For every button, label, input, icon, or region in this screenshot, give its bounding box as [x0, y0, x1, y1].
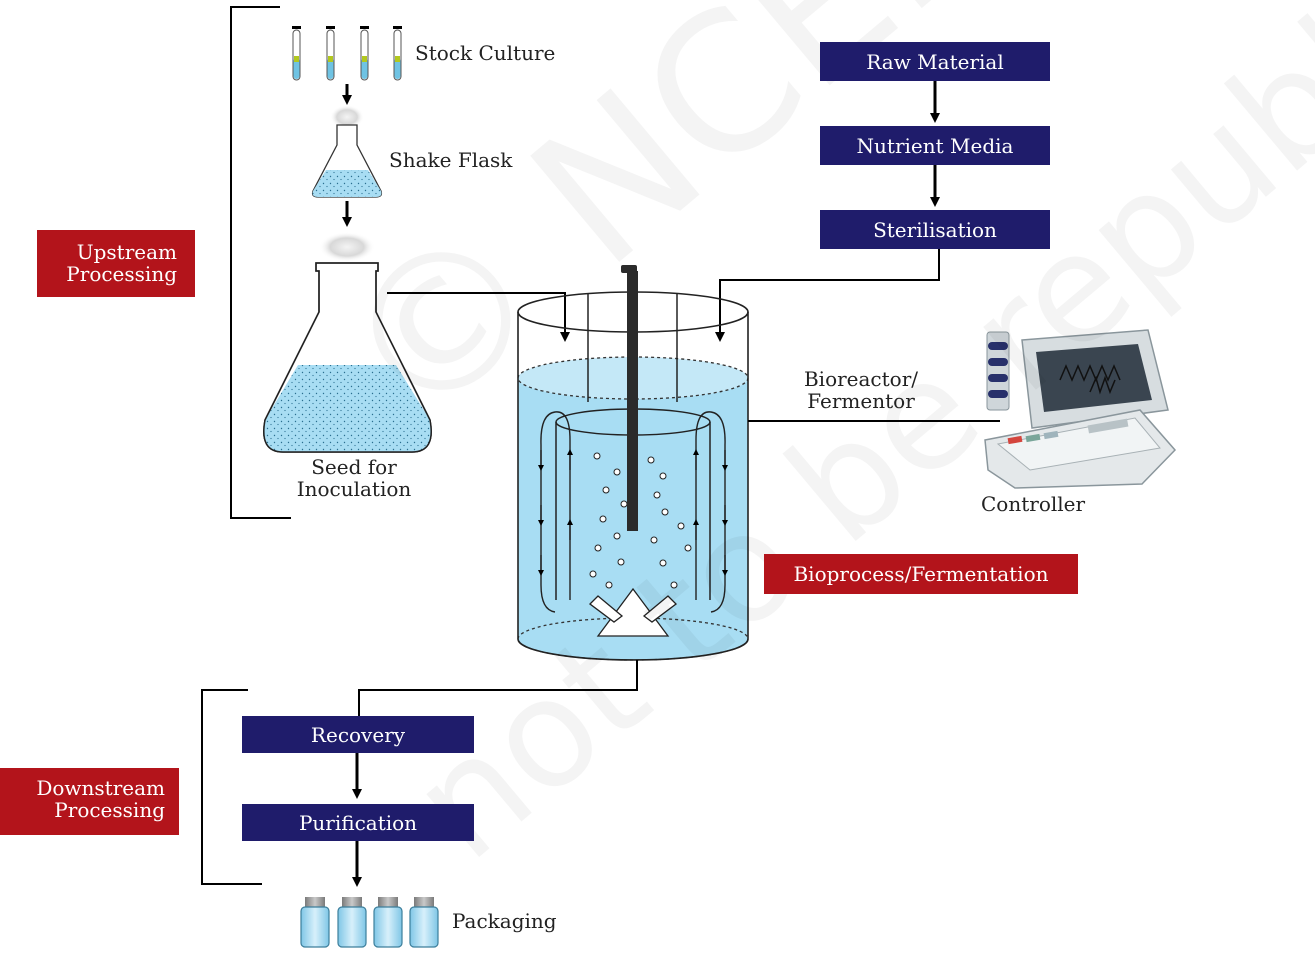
downstream-bracket [201, 689, 262, 885]
recovery-box: Recovery [242, 716, 474, 753]
seed-label-line1: Seed for [311, 455, 397, 479]
bioprocess-badge: Bioprocess/Fermentation [764, 554, 1078, 594]
connector-sterilisation-to-reactor [715, 249, 940, 342]
upstream-processing-badge: Upstream Processing [37, 230, 195, 297]
shake-flask-label: Shake Flask [389, 148, 513, 172]
purification-box: Purification [242, 804, 474, 841]
nutrient-media-box: Nutrient Media [820, 126, 1050, 165]
connector-seed-to-reactor [387, 292, 570, 342]
packaging-vials [300, 897, 439, 948]
upstream-bracket [230, 6, 291, 519]
bioreactor-label: Bioreactor/ Fermentor [786, 368, 936, 412]
downstream-processing-badge: Downstream Processing [0, 768, 179, 835]
seed-label-line2: Inoculation [296, 477, 412, 501]
shake-flask [311, 105, 383, 198]
controller-device [984, 329, 1177, 489]
stock-culture-label: Stock Culture [415, 41, 556, 65]
test-tubes [292, 26, 402, 81]
downstream-line2: Processing [54, 798, 165, 822]
seed-flask [263, 232, 432, 453]
connector-reactor-to-recovery [358, 660, 638, 716]
sterilisation-box: Sterilisation [820, 210, 1050, 249]
bioreactor [517, 265, 749, 661]
controller-label: Controller [981, 492, 1086, 516]
seed-inoculation-label: Seed for Inoculation [284, 456, 424, 500]
upstream-line2: Processing [66, 262, 177, 286]
bioreactor-line2: Fermentor [807, 389, 915, 413]
downstream-line1: Downstream [36, 776, 165, 800]
packaging-label: Packaging [452, 909, 557, 933]
upstream-line1: Upstream [76, 240, 177, 264]
raw-material-box: Raw Material [820, 42, 1050, 81]
bioreactor-line1: Bioreactor/ [803, 367, 919, 391]
